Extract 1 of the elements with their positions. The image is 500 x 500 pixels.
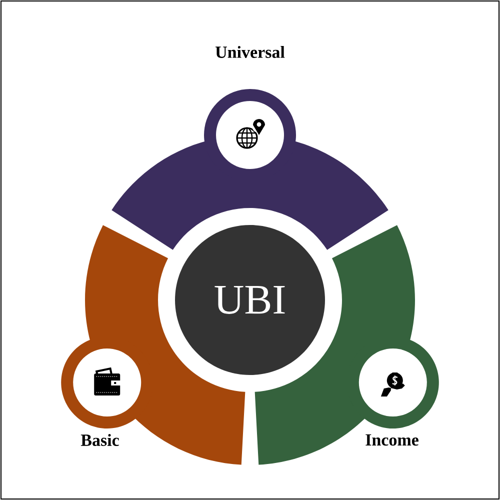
node-label: Universal xyxy=(215,46,285,58)
